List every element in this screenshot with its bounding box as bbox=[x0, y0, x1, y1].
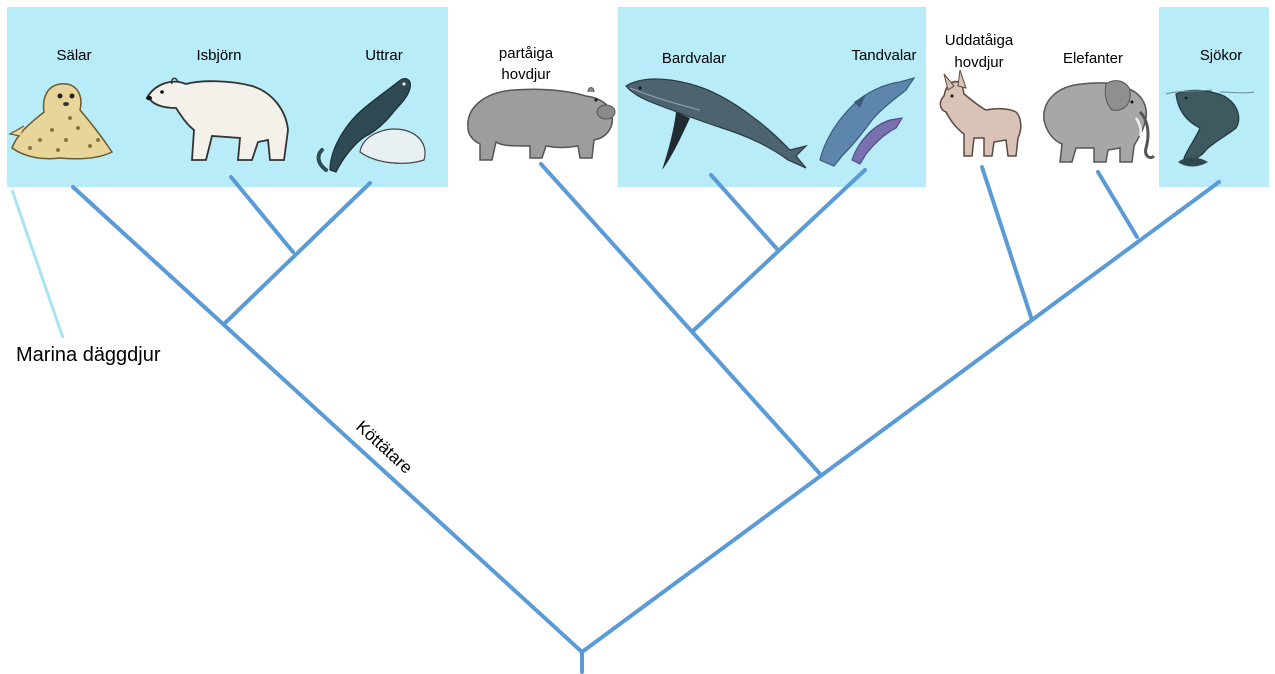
branch-bear-otter-clade bbox=[222, 181, 372, 326]
label-bardvalar: Bardvalar bbox=[662, 50, 726, 67]
branch-ungulates bbox=[580, 180, 1221, 654]
dolphins-icon bbox=[819, 76, 916, 167]
branch-carnivores bbox=[71, 185, 584, 654]
label-uddataiga-line2: hovdjur bbox=[954, 54, 1003, 71]
taxon-labels: Sälar Isbjörn Uttrar partåiga hovdjur Ba… bbox=[56, 32, 1242, 83]
branch-whales bbox=[691, 168, 867, 333]
label-isbjorn: Isbjörn bbox=[196, 47, 241, 64]
label-uttrar: Uttrar bbox=[365, 47, 403, 64]
hippo-icon bbox=[467, 87, 616, 161]
humpback-whale-icon bbox=[625, 78, 808, 170]
branch-cetartiodactyla bbox=[539, 162, 823, 477]
branch-elefanter bbox=[1096, 170, 1139, 239]
donkey-icon bbox=[939, 69, 1022, 157]
label-uddataiga-line1: Uddatåiga bbox=[945, 32, 1014, 49]
elephant-icon bbox=[1043, 80, 1156, 163]
otter-icon bbox=[316, 78, 426, 173]
label-partaiga-line1: partåiga bbox=[499, 45, 554, 62]
tree-branches bbox=[71, 162, 1221, 674]
label-salar: Sälar bbox=[56, 47, 91, 64]
label-partaiga-line2: hovdjur bbox=[501, 66, 550, 83]
branch-isbjorn bbox=[229, 175, 295, 254]
marine-pointer-line bbox=[10, 189, 65, 339]
label-carnivores: Köttätare bbox=[352, 417, 416, 478]
label-tandvalar: Tandvalar bbox=[851, 47, 916, 64]
seal-icon bbox=[8, 83, 114, 160]
branch-uddataiga bbox=[980, 165, 1034, 322]
label-elefanter: Elefanter bbox=[1063, 50, 1123, 67]
label-marine-mammals: Marina däggdjur bbox=[16, 344, 161, 366]
polar-bear-icon bbox=[146, 77, 289, 161]
branch-bardvalar bbox=[709, 173, 779, 251]
label-sjokor: Sjökor bbox=[1200, 47, 1243, 64]
manatee-icon bbox=[1165, 89, 1255, 167]
